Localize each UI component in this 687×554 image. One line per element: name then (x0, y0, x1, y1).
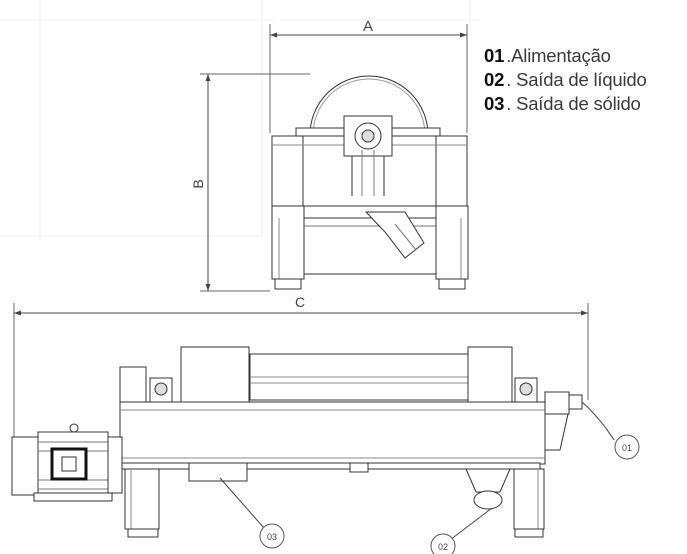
legend-item-feed: 01.Alimentação (484, 44, 647, 68)
dimension-a-label: A (363, 18, 373, 35)
legend-item-separator: . (506, 69, 517, 90)
callout-leaders (219, 401, 615, 541)
legend-item-label: Saída de sólido (516, 93, 641, 114)
callout-01-label: 01 (622, 443, 632, 453)
legend: 01.Alimentação 02. Saída de líquido 03. … (484, 44, 647, 116)
legend-item-separator: . (506, 93, 517, 114)
callout-03-label: 03 (267, 532, 277, 542)
callout-02-label: 02 (438, 542, 448, 552)
callout-03-circle (259, 523, 285, 549)
legend-item-number: 01 (484, 45, 505, 66)
legend-item-label: Alimentação (511, 45, 611, 66)
legend-item-solid-outlet: 03. Saída de sólido (484, 92, 647, 116)
dimension-b-label: B (190, 179, 206, 188)
callout-02-circle (430, 533, 456, 554)
legend-item-label: Saída de líquido (516, 69, 647, 90)
dimension-b (200, 73, 310, 292)
dimension-c (13, 303, 589, 440)
front-view (271, 75, 469, 290)
legend-item-number: 03 (484, 93, 505, 114)
dimension-a (269, 24, 468, 133)
callout-01-circle (614, 434, 640, 460)
dimension-c-label: C (295, 294, 305, 310)
legend-item-liquid-outlet: 02. Saída de líquido (484, 68, 647, 92)
legend-item-number: 02 (484, 69, 505, 90)
legend-item-separator: . (506, 45, 512, 66)
side-view (11, 346, 583, 538)
